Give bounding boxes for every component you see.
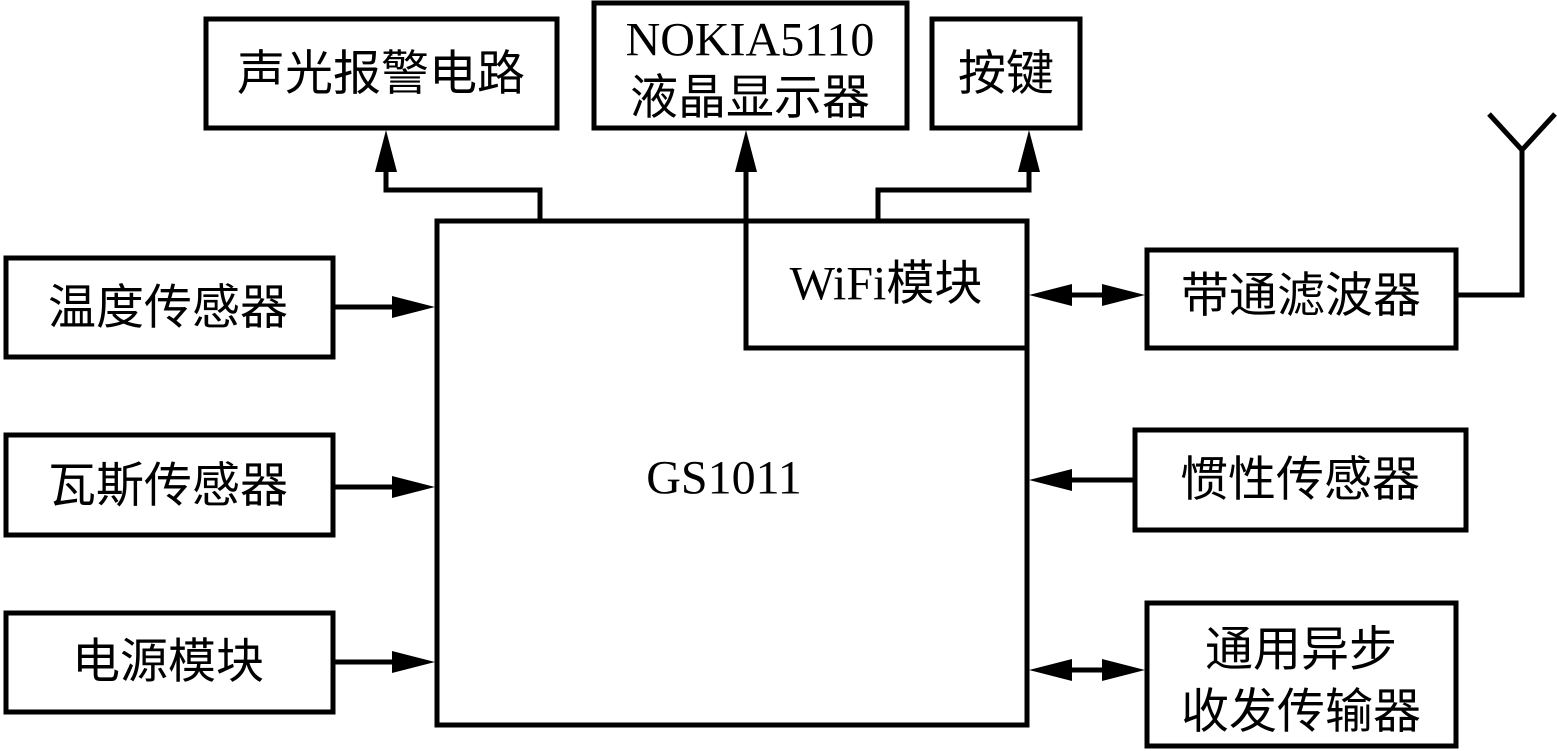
lcd-label-line2: 液晶显示器 [630,72,870,125]
power-module-label: 电源模块 [72,636,264,689]
alarm-circuit-label: 声光报警电路 [237,48,525,101]
inertial-sensor-block: 惯性传感器 [1132,427,1469,533]
bandpass-filter-label: 带通滤波器 [1181,270,1421,323]
uart-block: 通用异步 收发传输器 [1144,600,1459,749]
arrow-uart-mcu-bidirectional [1029,659,1145,681]
lcd-label-line1: NOKIA5110 [626,14,875,67]
mcu-label: GS1011 [646,452,802,505]
uart-label-line1: 通用异步 [1205,624,1397,677]
uart-label-line2: 收发传输器 [1181,686,1421,739]
connector-mcu-to-keys [875,130,1040,221]
arrow-inertial-to-mcu [1029,469,1134,491]
inertial-sensor-label: 惯性传感器 [1180,454,1420,507]
keys-label: 按键 [958,48,1054,101]
wifi-module-label: WiFi模块 [790,258,983,311]
arrow-temp-to-mcu [333,296,435,318]
mcu-block: GS1011 [434,218,1030,728]
gas-sensor-block: 瓦斯传感器 [3,432,336,538]
connector-mcu-to-alarm [375,130,543,221]
bandpass-filter-block: 带通滤波器 [1144,247,1459,351]
arrow-gas-to-mcu [333,476,435,498]
gas-sensor-label: 瓦斯传感器 [48,460,288,513]
connector-mcu-to-lcd [735,130,757,348]
power-module-block: 电源模块 [3,610,336,715]
alarm-circuit-block: 声光报警电路 [203,16,560,131]
keys-block: 按键 [929,16,1083,131]
arrow-power-to-mcu [333,651,435,673]
antenna-icon [1456,112,1557,298]
arrow-wifi-bandpass-bidirectional [1029,284,1145,306]
lcd-display-block: NOKIA5110 液晶显示器 [591,0,910,131]
temp-sensor-label: 温度传感器 [48,282,288,335]
temp-sensor-block: 温度传感器 [3,255,336,360]
